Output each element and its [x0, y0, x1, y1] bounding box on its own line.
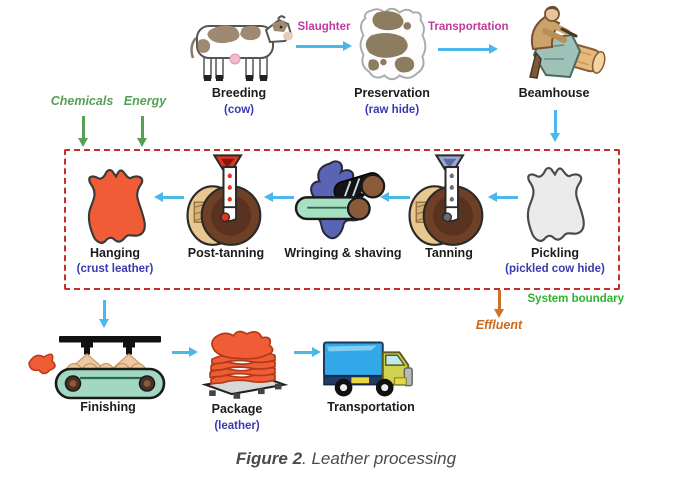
- slaughter-arrow: [296, 41, 352, 51]
- breeding-sub-label: (cow): [223, 104, 255, 116]
- beamhouse-label: Beamhouse: [518, 86, 590, 100]
- leather-package-icon: [201, 330, 289, 399]
- finishing-label: Finishing: [80, 400, 136, 414]
- raw-hide-icon: [359, 7, 427, 81]
- finishing-to-package-arrow: [172, 347, 198, 357]
- arrow-posttanning-to-hanging: [154, 192, 184, 202]
- package-to-transport-arrow: [294, 347, 321, 357]
- finishing-machine-icon: [28, 336, 166, 400]
- transportation-arrow: [438, 44, 498, 54]
- beamhouse-down-arrow: [550, 110, 560, 142]
- effluent-arrow: [494, 290, 504, 318]
- chemicals-label: Chemicals: [50, 94, 114, 108]
- hanging-to-finishing-arrow: [99, 300, 109, 328]
- crust-leather-icon: [87, 169, 146, 244]
- cow-icon: [190, 15, 293, 81]
- preservation-sub-label: (raw hide): [364, 104, 420, 116]
- pickling-label: Pickling: [531, 246, 579, 260]
- pickling-sub-label: (pickled cow hide): [505, 263, 605, 275]
- arrow-pickling-to-tanning: [488, 192, 518, 202]
- package-sub-label: (leather): [214, 420, 260, 432]
- figure-caption: Figure 2. Leather processing: [186, 449, 506, 469]
- energy-arrow-down: [137, 116, 147, 147]
- post-tanning-drum-icon: [186, 154, 262, 246]
- transportation-top-label: Transportation: [428, 21, 509, 33]
- effluent-label: Effluent: [475, 318, 523, 332]
- beamhouse-worker-icon: [529, 5, 606, 79]
- breeding-label: Breeding: [211, 86, 267, 100]
- hanging-sub-label: (crust leather): [76, 263, 154, 275]
- chemicals-arrow-down: [78, 116, 88, 147]
- wringing-rollers-icon: [294, 160, 386, 240]
- wringing-shaving-label: Wringing & shaving: [284, 246, 402, 260]
- hanging-label: Hanging: [90, 246, 140, 260]
- preservation-label: Preservation: [354, 86, 430, 100]
- slaughter-label: Slaughter: [297, 21, 351, 33]
- tanning-drum-icon: [408, 154, 484, 246]
- post-tanning-label: Post-tanning: [187, 246, 265, 260]
- truck-icon: [322, 341, 413, 397]
- energy-label: Energy: [123, 94, 167, 108]
- arrow-tanning-to-wringing: [380, 192, 410, 202]
- pickled-hide-icon: [526, 167, 585, 242]
- figure-caption-text: . Leather processing: [302, 449, 457, 468]
- tanning-label: Tanning: [425, 246, 473, 260]
- transportation-bottom-label: Transportation: [327, 400, 415, 414]
- system-boundary-label: System boundary: [527, 293, 625, 305]
- arrow-wringing-to-posttanning: [264, 192, 294, 202]
- system-boundary-box: [64, 149, 620, 290]
- figure-caption-number: Figure 2: [235, 449, 303, 468]
- package-label: Package: [211, 402, 263, 416]
